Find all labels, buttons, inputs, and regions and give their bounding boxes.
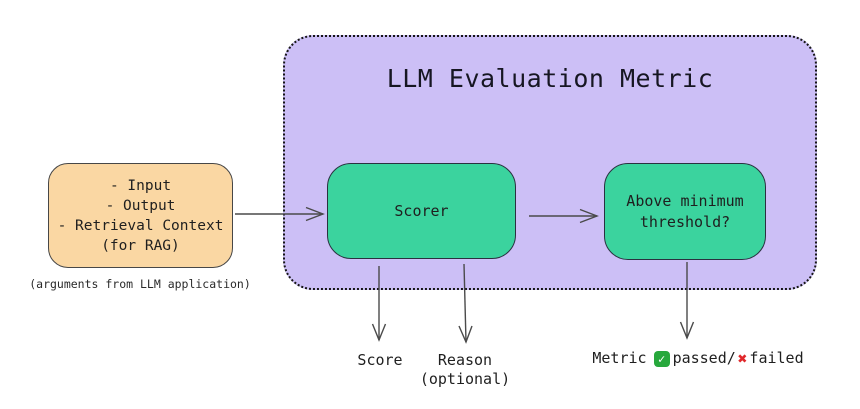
arguments-box: - Input - Output - Retrieval Context (fo… (48, 163, 233, 268)
arguments-line-retrieval-context: - Retrieval Context (57, 217, 224, 234)
scorer-label: Scorer (394, 201, 449, 220)
reason-label: Reason (optional) (405, 351, 525, 389)
score-label: Score (357, 351, 403, 369)
threshold-box: Above minimum threshold? (604, 163, 766, 260)
metric-result-failed: failed (749, 349, 804, 367)
scorer-box: Scorer (327, 163, 516, 259)
metric-result-prefix: Metric (592, 349, 647, 367)
arguments-line-output: - Output (105, 197, 176, 214)
arguments-line-input: - Input (109, 177, 172, 194)
metric-result-label: Metric ✓ passed/ ✖ failed (563, 349, 833, 368)
threshold-label-line1: Above minimum (626, 191, 744, 210)
metric-container-title: LLM Evaluation Metric (386, 64, 714, 93)
check-glyph: ✓ (657, 351, 666, 366)
arguments-line-for-rag: (for RAG) (101, 237, 180, 254)
metric-result-passed: passed/ (672, 349, 736, 367)
check-icon: ✓ (653, 350, 670, 367)
threshold-label-line2: threshold? (639, 212, 731, 231)
cross-icon: ✖ (737, 348, 748, 368)
reason-label-line1: Reason (437, 351, 493, 369)
reason-label-line2: (optional) (419, 370, 511, 388)
arguments-caption: (arguments from LLM application) (29, 277, 251, 291)
